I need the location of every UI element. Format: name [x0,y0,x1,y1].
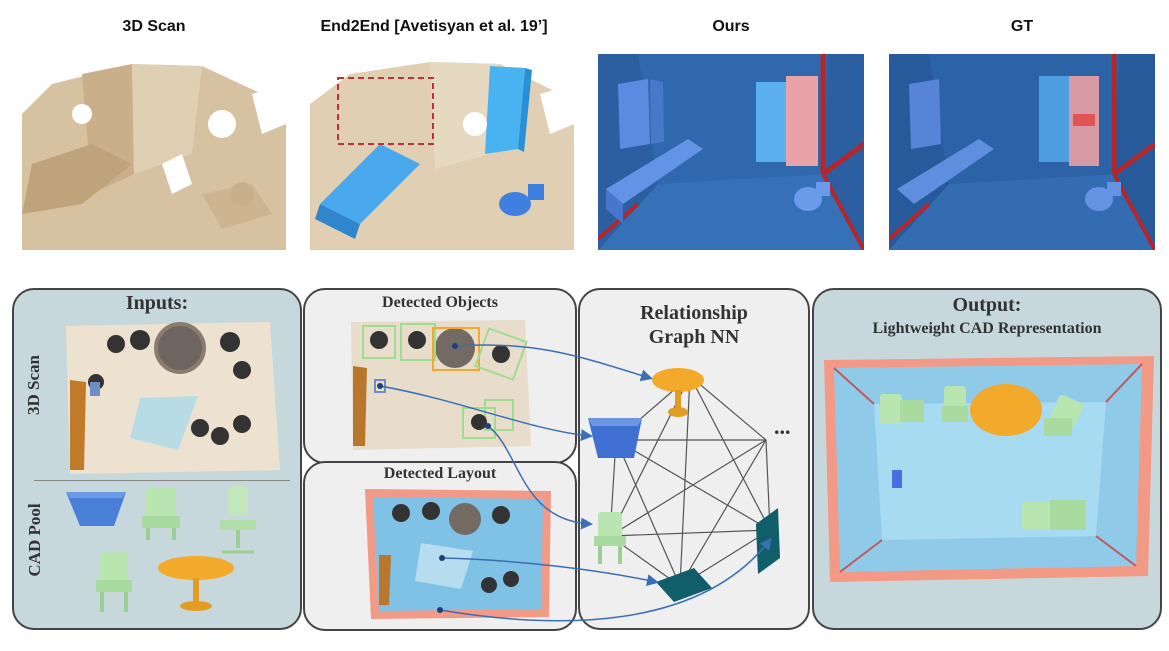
inputs-title: Inputs: [125,292,189,314]
output-panel: Output: Lightweight CAD Representation [812,288,1162,630]
output-chair-4 [1022,500,1086,530]
output-title: Output: [952,294,1022,316]
output-chair-1 [880,394,924,424]
graph-node-wall-1 [756,508,780,574]
title-end2end: End2End [Avetisyan et al. 19’] [320,18,548,35]
output-cabinet [892,470,902,488]
graph-title-line1: Relationship [640,302,748,324]
gt-render-image [889,54,1155,250]
graph-ellipsis: ... [774,414,791,439]
scan-render-image [22,54,286,250]
inputs-panel: Inputs: 3D Scan CAD Pool [12,288,302,630]
detected-layout-title: Detected Layout [383,465,497,482]
detected-objects-title: Detected Objects [382,294,498,311]
cad-chair-model-2 [96,552,132,612]
detected-objects-image [351,320,531,450]
cad-office-chair-model [220,486,256,554]
cad-pool-models [66,486,256,612]
cad-pool-vertical-label: CAD Pool [25,503,44,577]
graph-node-cabinet [588,418,642,458]
title-3d-scan: 3D Scan [122,18,186,35]
inputs-scan-image [66,322,280,474]
output-cad-scene [824,356,1154,582]
graph-node-table [652,368,704,417]
graph-node-floor [656,568,712,602]
output-chair-3 [1044,395,1083,436]
output-subtitle: Lightweight CAD Representation [872,320,1102,337]
title-ours: Ours [712,18,750,35]
output-chair-2 [942,386,968,422]
inputs-divider [34,480,290,481]
graph-title-line2: Graph NN [648,326,740,348]
ours-render-image [598,54,864,250]
title-gt: GT [1010,18,1034,35]
cad-chair-model-1 [142,488,180,540]
relationship-graph-panel: Relationship Graph NN ... [578,288,810,630]
detected-layout-panel: Detected Layout [303,461,577,631]
graph-node-chair [594,512,626,564]
detected-objects-panel: Detected Objects [303,288,577,464]
detected-layout-image [365,489,551,619]
end2end-render-image [310,54,574,250]
cad-cabinet-model [66,492,126,526]
graph-network [588,368,780,602]
cad-table-model [158,556,234,611]
scan-vertical-label: 3D Scan [24,355,43,415]
